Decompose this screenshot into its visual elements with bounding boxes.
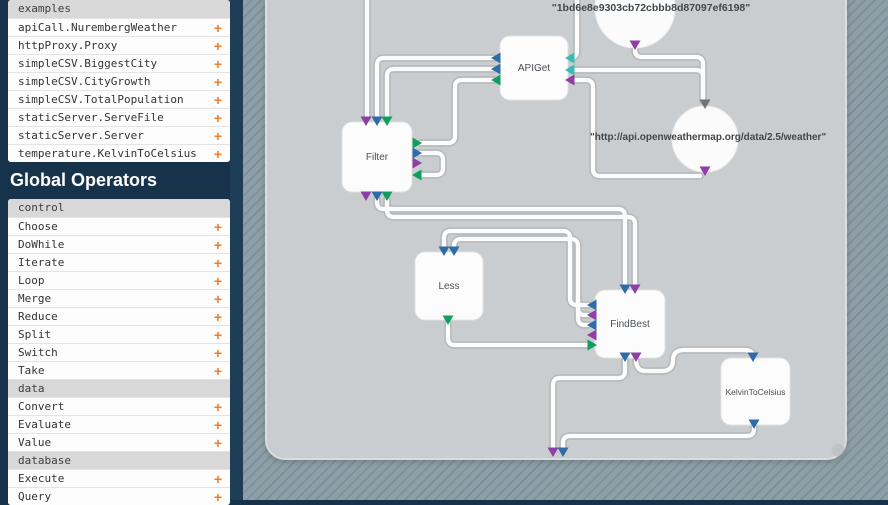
iip-label: "1bd6e8e9303cb72cbbb8d87097ef6198" xyxy=(531,2,771,14)
list-item[interactable]: Iterate + xyxy=(8,253,230,271)
examples-panel: examples apiCall.NurembergWeather + http… xyxy=(8,0,230,162)
list-item[interactable]: staticServer.Server + xyxy=(8,126,230,144)
list-item[interactable]: simpleCSV.CityGrowth + xyxy=(8,72,230,90)
list-item[interactable]: DoWhile + xyxy=(8,235,230,253)
section-header-database: database xyxy=(8,451,230,469)
node-label-filter: Filter xyxy=(342,122,412,192)
list-item[interactable]: Convert + xyxy=(8,397,230,415)
examples-list: apiCall.NurembergWeather + httpProxy.Pro… xyxy=(8,18,230,162)
add-node-button[interactable]: + xyxy=(214,91,222,109)
iip-label: "http://api.openweathermap.org/data/2.5/… xyxy=(590,132,820,143)
add-node-button[interactable]: + xyxy=(214,290,222,308)
control-list: Choose + DoWhile + Iterate + Loop + xyxy=(8,217,230,379)
add-node-button[interactable]: + xyxy=(214,362,222,380)
add-node-button[interactable]: + xyxy=(214,344,222,362)
add-node-button[interactable]: + xyxy=(214,218,222,236)
sidebar-scroll-gutter[interactable] xyxy=(230,0,243,500)
section-header-data: data xyxy=(8,379,230,397)
list-item[interactable]: simpleCSV.BiggestCity + xyxy=(8,54,230,72)
list-item[interactable]: Split + xyxy=(8,325,230,343)
sidebar: examples apiCall.NurembergWeather + http… xyxy=(0,0,243,500)
list-item[interactable]: Reduce + xyxy=(8,307,230,325)
list-item[interactable]: Switch + xyxy=(8,343,230,361)
node-label-findbest: FindBest xyxy=(595,290,665,358)
section-header-control: control xyxy=(8,199,230,217)
node-label-apiget: APIGet xyxy=(500,36,568,100)
list-item[interactable]: httpProxy.Proxy + xyxy=(8,36,230,54)
operators-panel: control Choose + DoWhile + Iterate + xyxy=(8,199,230,505)
list-item[interactable]: staticServer.ServeFile + xyxy=(8,108,230,126)
list-item[interactable]: Loop + xyxy=(8,271,230,289)
list-item[interactable]: Choose + xyxy=(8,217,230,235)
list-item[interactable]: Query + xyxy=(8,487,230,505)
add-node-button[interactable]: + xyxy=(214,127,222,145)
global-operators-title: Global Operators xyxy=(10,162,157,199)
node-label-kelvintocelsius: KelvinToCelsius xyxy=(721,358,790,425)
list-item[interactable]: Value + xyxy=(8,433,230,451)
add-node-button[interactable]: + xyxy=(214,398,222,416)
add-node-button[interactable]: + xyxy=(214,109,222,127)
add-node-button[interactable]: + xyxy=(214,434,222,452)
add-node-button[interactable]: + xyxy=(214,326,222,344)
list-item[interactable]: Take + xyxy=(8,361,230,379)
list-item[interactable]: Execute + xyxy=(8,469,230,487)
list-item[interactable]: Merge + xyxy=(8,289,230,307)
section-header-examples: examples xyxy=(8,0,230,18)
add-node-button[interactable]: + xyxy=(214,55,222,73)
list-item[interactable]: simpleCSV.TotalPopulation + xyxy=(8,90,230,108)
add-node-button[interactable]: + xyxy=(214,37,222,55)
node-label-less: Less xyxy=(415,252,483,320)
data-list: Convert + Evaluate + Value + xyxy=(8,397,230,451)
add-node-button[interactable]: + xyxy=(214,272,222,290)
add-node-button[interactable]: + xyxy=(214,236,222,254)
add-node-button[interactable]: + xyxy=(214,488,222,505)
add-node-button[interactable]: + xyxy=(214,470,222,488)
list-item[interactable]: temperature.KelvinToCelsius + xyxy=(8,144,230,162)
add-node-button[interactable]: + xyxy=(214,308,222,326)
add-node-button[interactable]: + xyxy=(214,145,222,163)
add-node-button[interactable]: + xyxy=(214,254,222,272)
add-node-button[interactable]: + xyxy=(214,73,222,91)
add-node-button[interactable]: + xyxy=(214,19,222,37)
list-item[interactable]: Evaluate + xyxy=(8,415,230,433)
add-node-button[interactable]: + xyxy=(214,416,222,434)
list-item[interactable]: apiCall.NurembergWeather + xyxy=(8,18,230,36)
